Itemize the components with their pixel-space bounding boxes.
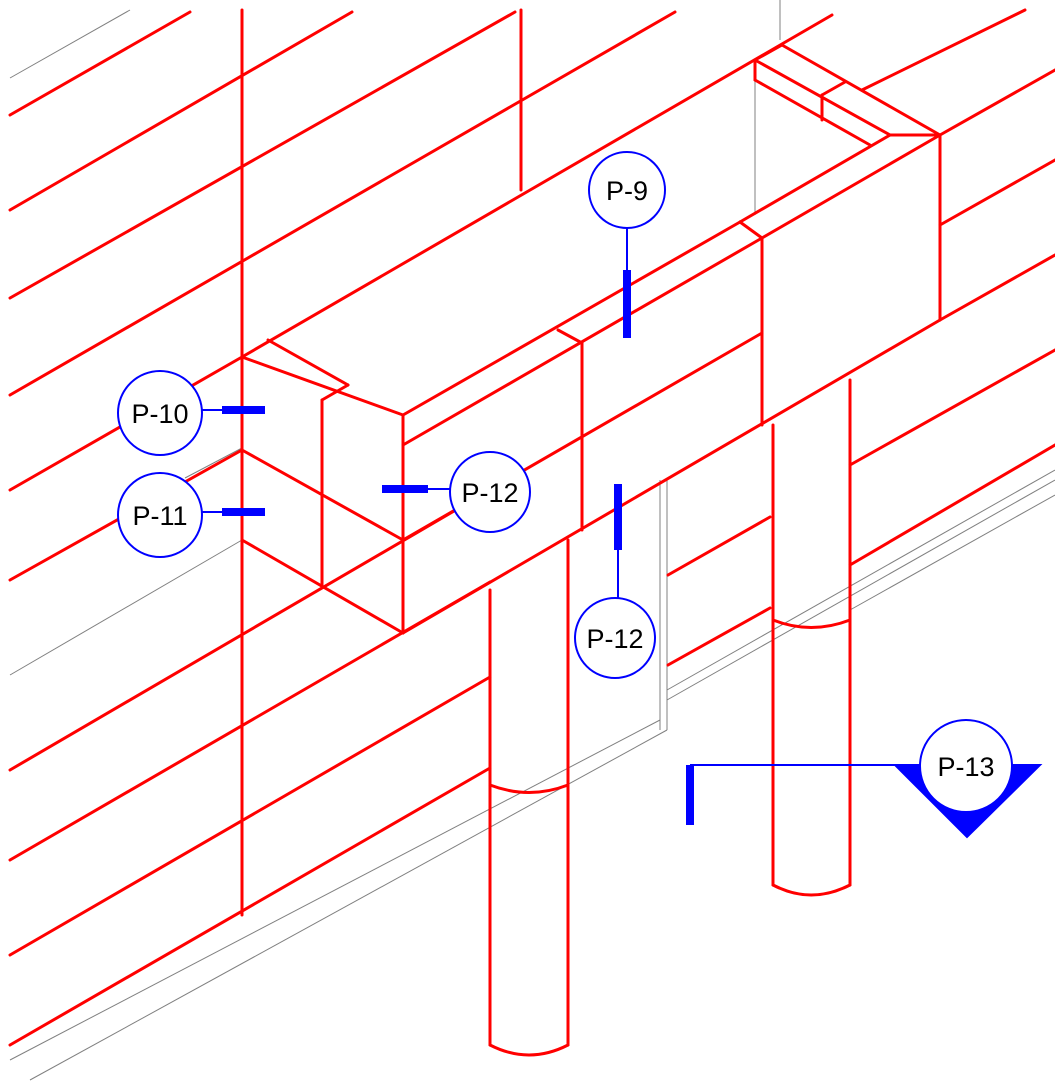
tag-p11: P-11 — [117, 472, 265, 558]
beam-box — [240, 43, 942, 635]
pile-right — [771, 378, 852, 897]
wall-verticals — [240, 8, 942, 917]
tag-p12-front-label: P-12 — [586, 624, 643, 654]
tag-p9-label: P-9 — [606, 176, 648, 206]
tag-p10-label: P-10 — [131, 399, 188, 429]
tag-p11-label: P-11 — [132, 501, 187, 531]
tag-p13-label: P-13 — [937, 752, 994, 782]
pile-left — [488, 538, 570, 1057]
tag-p10: P-10 — [117, 370, 265, 456]
tag-p12-side: P-12 — [382, 451, 531, 533]
tag-p9: P-9 — [588, 151, 666, 338]
tag-p12-side-label: P-12 — [461, 478, 518, 508]
section-marker-p13: P-13 — [686, 719, 1043, 839]
tag-p12-front: P-12 — [574, 484, 656, 679]
